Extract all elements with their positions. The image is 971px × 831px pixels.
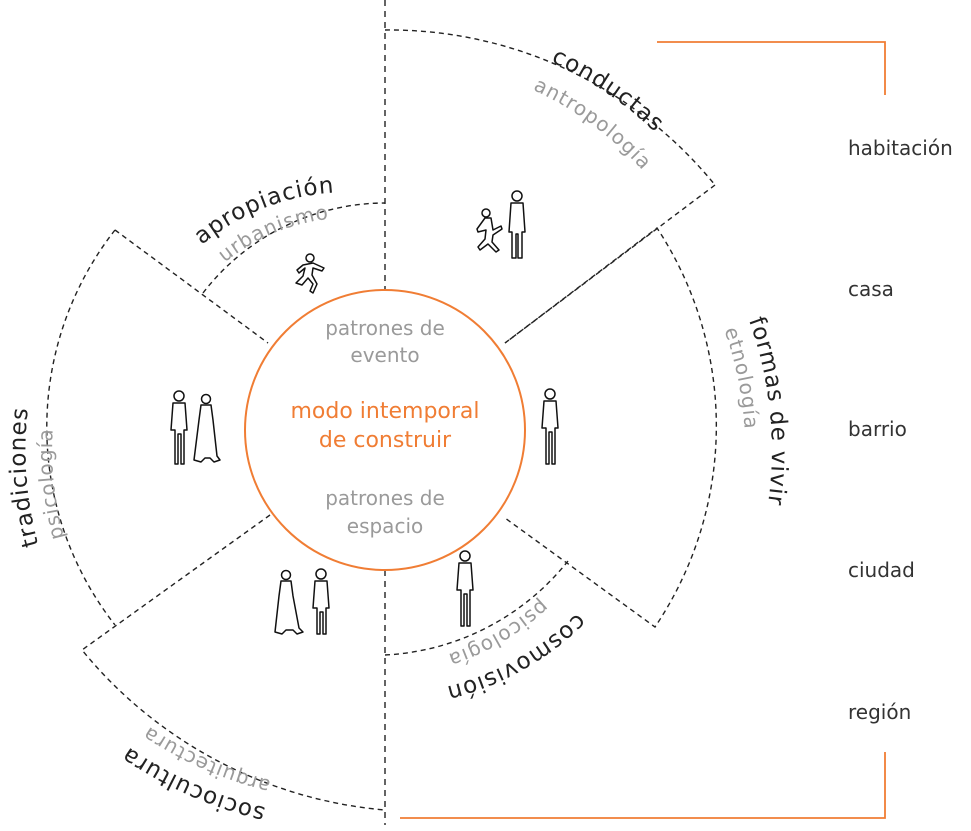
- scale-level-ciudad: ciudad: [848, 558, 915, 582]
- center-bottom-line2: espacio: [347, 514, 423, 538]
- center-main-line2: de construir: [319, 428, 452, 453]
- standing-person-icon: [541, 388, 559, 465]
- couple-figures-icon: [170, 390, 221, 465]
- running-person-icon: [295, 253, 325, 294]
- center-main-line1: modo intemporal: [290, 399, 479, 424]
- segment-tradiciones: [46, 229, 269, 626]
- segment-conductas: [384, 29, 716, 344]
- segment-formas: [504, 226, 717, 628]
- scale-bracket-bottom: [400, 752, 886, 819]
- center-bottom-line1: patrones de: [325, 486, 445, 510]
- center-top-line2: evento: [350, 343, 419, 367]
- center-circle: [244, 289, 526, 571]
- couple-figures-icon-2: [274, 568, 330, 635]
- scale-level-habitacion: habitación: [848, 136, 953, 160]
- segment-sociocultura: [80, 514, 386, 811]
- scale-bracket-top: [657, 41, 886, 95]
- adult-with-child-figure-icon: [476, 190, 526, 259]
- segment-apropiacion: [202, 202, 386, 294]
- standing-person-icon-2: [456, 550, 474, 627]
- segment-cosmovision: [384, 560, 569, 656]
- center-top-line1: patrones de: [325, 316, 445, 340]
- scale-level-casa: casa: [848, 277, 894, 301]
- scale-level-barrio: barrio: [848, 417, 907, 441]
- scale-level-region: región: [848, 700, 911, 724]
